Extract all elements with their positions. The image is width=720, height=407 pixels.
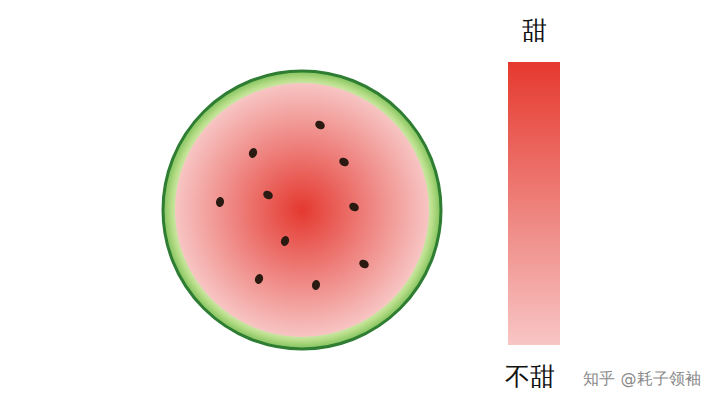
watermark: 知乎 @耗子领袖 [583,369,700,390]
rind [163,71,441,349]
scale-bottom-label: 不甜 [505,360,555,393]
sweetness-scale-bar [508,62,560,345]
seeds [215,119,370,291]
flesh [175,83,429,337]
scale-top-label: 甜 [522,14,547,47]
